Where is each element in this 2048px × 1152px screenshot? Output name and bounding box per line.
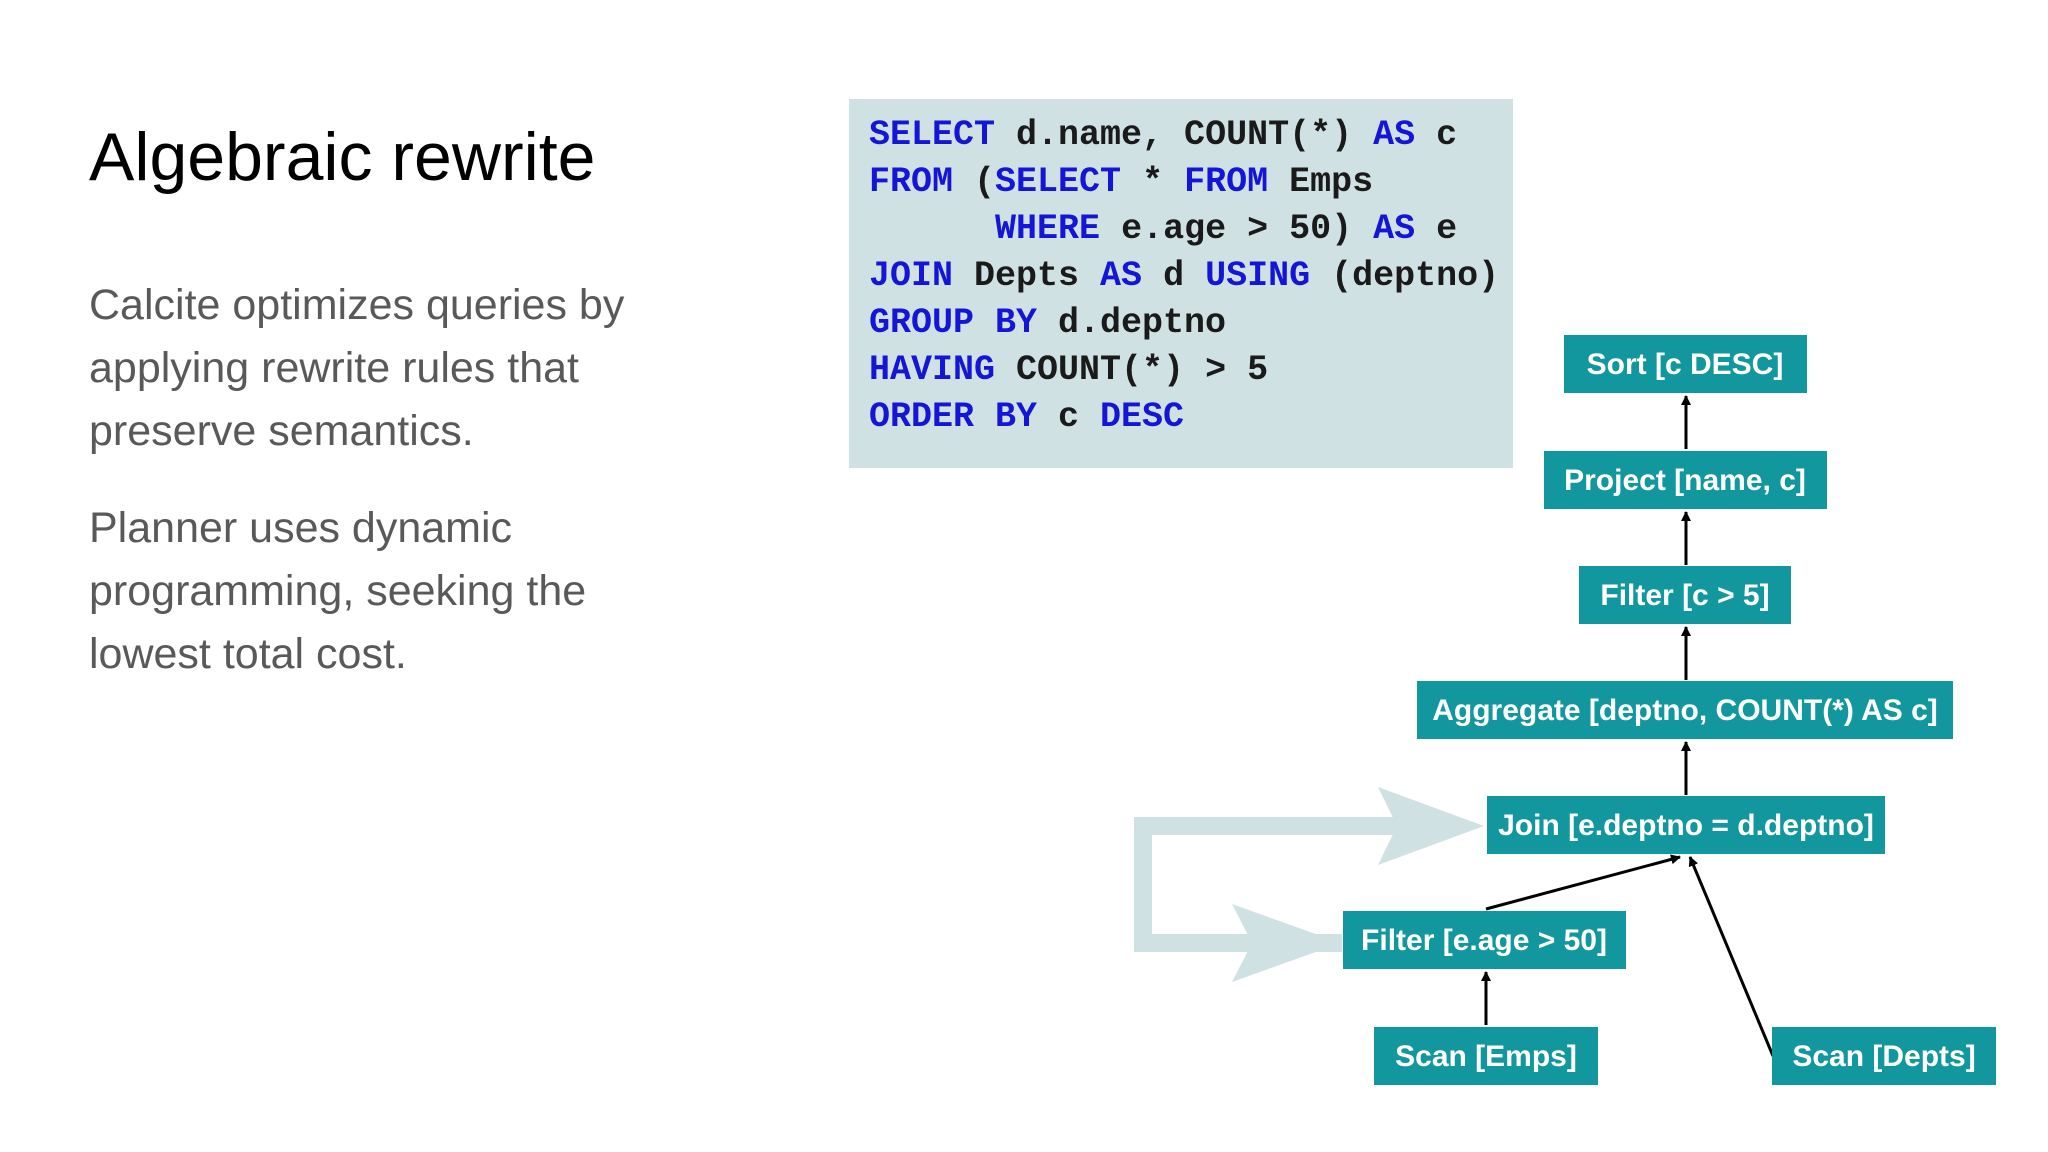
plan-node-filter-c-label: Filter [c > 5] [1600, 579, 1769, 612]
code-line: ORDER BY c DESC [869, 394, 1499, 441]
code-line: SELECT d.name, COUNT(*) AS c [869, 112, 1499, 159]
edge-filter-age-to-join [1485, 854, 1681, 911]
slide-title: Algebraic rewrite [89, 119, 596, 195]
sql-text: d.deptno [1037, 303, 1227, 343]
sql-keyword: FROM [869, 162, 954, 202]
sql-keyword: SELECT [869, 115, 996, 155]
plan-node-scan-emps: Scan [Emps] [1374, 1027, 1598, 1085]
sql-text: Emps [1268, 162, 1374, 202]
plan-node-filter-age-label: Filter [e.age > 50] [1361, 924, 1607, 957]
sql-keyword: JOIN [869, 256, 954, 296]
sql-keyword: HAVING [869, 350, 996, 390]
plan-node-filter-c: Filter [c > 5] [1579, 566, 1791, 624]
plan-node-project: Project [name, c] [1544, 451, 1827, 509]
sql-text: COUNT(*) > 5 [995, 350, 1269, 390]
plan-node-project-label: Project [name, c] [1564, 464, 1806, 497]
sql-keyword: SELECT [995, 162, 1122, 202]
sql-text: c [1415, 115, 1458, 155]
sql-text: ( [953, 162, 996, 202]
sql-keyword: USING [1205, 256, 1311, 296]
sql-keyword: ORDER BY [869, 397, 1038, 437]
plan-node-sort-label: Sort [c DESC] [1587, 348, 1784, 381]
sql-text: Depts [953, 256, 1101, 296]
plan-node-scan-depts-label: Scan [Depts] [1792, 1040, 1975, 1073]
sql-keyword: WHERE [995, 209, 1101, 249]
sql-text: * [1121, 162, 1185, 202]
plan-node-sort: Sort [c DESC] [1564, 335, 1807, 393]
code-line: FROM (SELECT * FROM Emps [869, 159, 1499, 206]
plan-node-filter-age: Filter [e.age > 50] [1343, 911, 1626, 969]
plan-node-scan-depts: Scan [Depts] [1772, 1027, 1996, 1085]
plan-node-join-label: Join [e.deptno = d.deptno] [1498, 809, 1874, 842]
sql-keyword: FROM [1184, 162, 1269, 202]
plan-node-aggregate: Aggregate [deptno, COUNT(*) AS c] [1417, 681, 1953, 739]
sql-keyword: AS [1373, 115, 1416, 155]
description-paragraph: Calcite optimizes queries by applying re… [89, 281, 625, 455]
sql-keyword: GROUP BY [869, 303, 1038, 343]
sql-text: d [1142, 256, 1206, 296]
sql-text: e [1415, 209, 1458, 249]
sql-text: e.age > 50) [1100, 209, 1374, 249]
sql-text: d.name, COUNT(*) [995, 115, 1374, 155]
plan-node-scan-emps-label: Scan [Emps] [1395, 1040, 1577, 1073]
sql-keyword: AS [1373, 209, 1416, 249]
code-line: WHERE e.age > 50) AS e [869, 206, 1499, 253]
plan-node-join: Join [e.deptno = d.deptno] [1487, 796, 1885, 854]
sql-text: (deptno) [1310, 256, 1500, 296]
plan-edges [1481, 395, 1775, 1057]
edge-scan-depts-to-join [1688, 856, 1775, 1057]
rewrite-arrow [1134, 787, 1484, 982]
code-line: JOIN Depts AS d USING (deptno) [869, 253, 1499, 300]
sql-text: c [1037, 397, 1101, 437]
sql-keyword: AS [1100, 256, 1143, 296]
code-line: HAVING COUNT(*) > 5 [869, 347, 1499, 394]
code-line: GROUP BY d.deptno [869, 300, 1499, 347]
planner-paragraph: Planner uses dynamic programming, seekin… [89, 504, 587, 678]
sql-keyword: DESC [1100, 397, 1185, 437]
plan-node-aggregate-label: Aggregate [deptno, COUNT(*) AS c] [1432, 694, 1938, 727]
